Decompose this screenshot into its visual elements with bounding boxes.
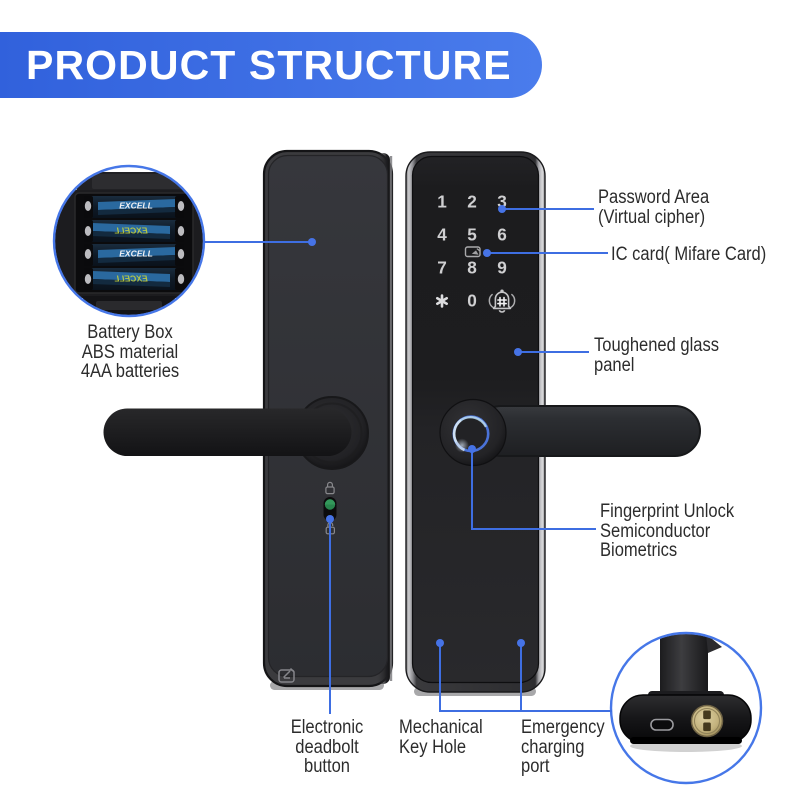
svg-text:EXCELL: EXCELL <box>114 274 148 284</box>
svg-text:8: 8 <box>467 258 477 278</box>
svg-text:EXCELL: EXCELL <box>119 249 153 259</box>
svg-text:EXCELL: EXCELL <box>119 201 153 211</box>
svg-text:4: 4 <box>437 225 447 245</box>
svg-text:2: 2 <box>467 192 477 212</box>
svg-text:EXCELL: EXCELL <box>114 226 148 236</box>
svg-text:9: 9 <box>497 258 507 278</box>
svg-text:3: 3 <box>497 192 507 212</box>
svg-text:1: 1 <box>437 192 447 212</box>
svg-text:0: 0 <box>467 291 477 311</box>
svg-text:6: 6 <box>497 225 507 245</box>
svg-text:5: 5 <box>467 225 477 245</box>
svg-text:7: 7 <box>437 258 447 278</box>
